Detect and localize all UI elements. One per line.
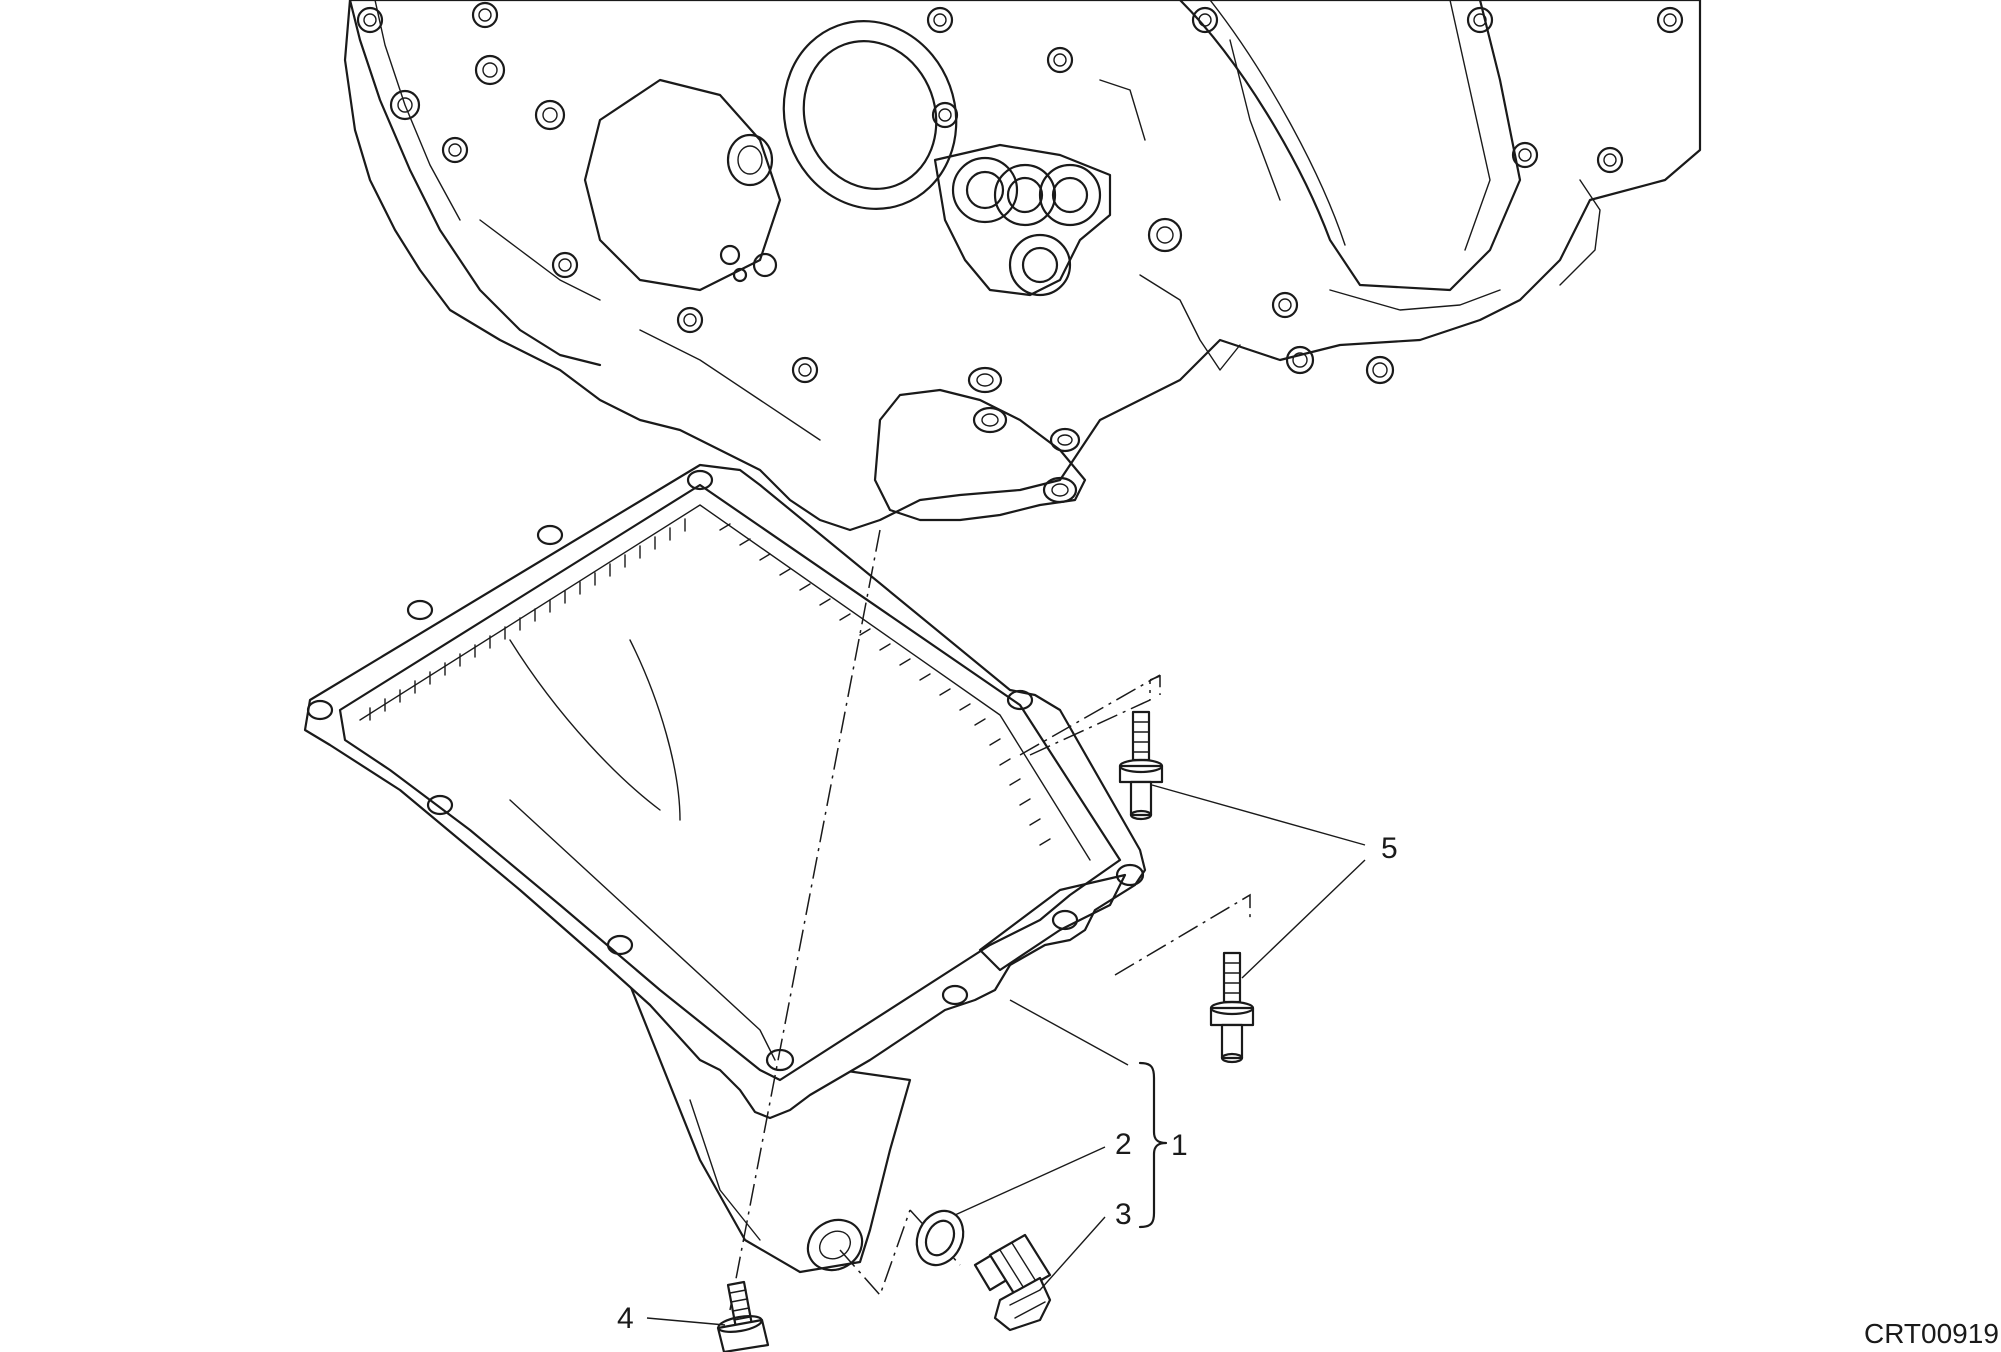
sealing-washer bbox=[915, 1209, 965, 1267]
sump-screw bbox=[716, 1280, 770, 1352]
crankcase bbox=[343, 0, 1702, 532]
callout-4: 4 bbox=[617, 1302, 634, 1335]
callout-3: 3 bbox=[1115, 1198, 1132, 1231]
oil-sump bbox=[303, 463, 1147, 1274]
sump-bolt-holes bbox=[306, 469, 1145, 1072]
leader-lines bbox=[646, 784, 1366, 1326]
callout-5: 5 bbox=[1381, 832, 1398, 865]
drawing-code: CRT00919 bbox=[1864, 1318, 1999, 1349]
drain-plug bbox=[973, 1233, 1052, 1332]
crankcase-bosses bbox=[356, 1, 1684, 385]
stud-bolt-lower bbox=[1209, 951, 1255, 1064]
sump-baffle-ribs bbox=[369, 518, 1051, 846]
oil-passage-bores bbox=[933, 143, 1112, 297]
callout-2: 2 bbox=[1115, 1128, 1132, 1161]
callout-1: 1 bbox=[1171, 1129, 1188, 1162]
stud-bolt-upper bbox=[1118, 710, 1164, 821]
